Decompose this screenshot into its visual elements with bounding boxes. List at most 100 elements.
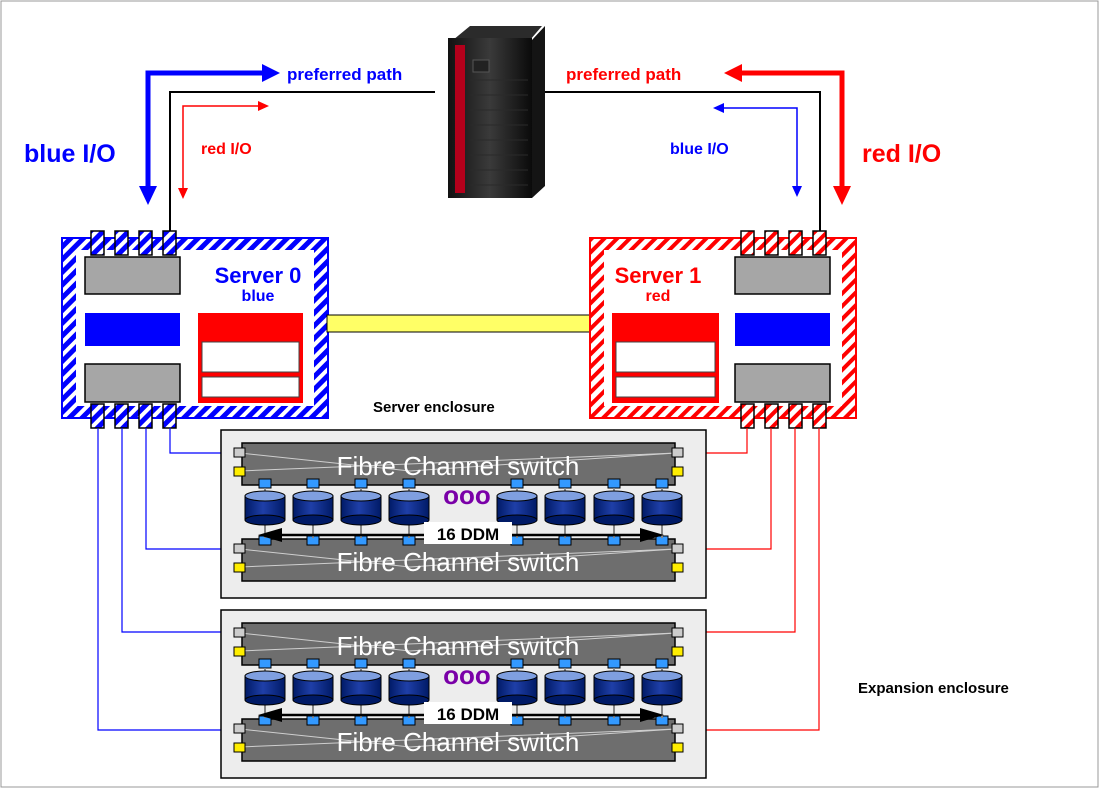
- disk-drive-top: [544, 490, 586, 502]
- fc-switch-label: Fibre Channel switch: [337, 631, 580, 661]
- disk-drive-base: [641, 514, 683, 526]
- disk-drive-base: [244, 694, 286, 706]
- switch-link-line: [239, 632, 677, 652]
- disk-drive-base: [292, 694, 334, 706]
- disk-port: [607, 658, 621, 669]
- blue-io-label-large: blue I/O: [24, 140, 116, 168]
- disk-drive-top: [292, 670, 334, 682]
- disk-drive-top: [496, 490, 538, 502]
- disk-drive-top: [388, 670, 430, 682]
- disk-drive-base: [244, 514, 286, 526]
- fc-switch-label: Fibre Channel switch: [337, 727, 580, 757]
- backend-cabling: [97, 428, 820, 731]
- ddm-count-label: 16 DDM: [437, 705, 499, 724]
- switch-link-line: [409, 728, 677, 748]
- switch-port: [671, 447, 684, 458]
- server-1-subtitle: red: [646, 288, 671, 305]
- disk-port: [558, 658, 572, 669]
- device-adapter-bottom: [734, 363, 831, 403]
- switch-port: [671, 646, 684, 657]
- disk-drive-top: [641, 490, 683, 502]
- disk-port: [655, 478, 669, 489]
- disk-drive-top: [593, 670, 635, 682]
- switch-link-line: [409, 452, 677, 472]
- switch-port: [233, 466, 246, 477]
- switch-port: [233, 562, 246, 573]
- disk-drive-top: [641, 670, 683, 682]
- preferred-path-label-left: preferred path: [287, 65, 402, 84]
- disk-port: [354, 658, 368, 669]
- fc-switch-bottom: [241, 538, 676, 582]
- disk-drive-top: [244, 670, 286, 682]
- disk-drive-base: [593, 694, 635, 706]
- red-io-label-large: red I/O: [862, 140, 941, 168]
- disk-drive-base: [340, 514, 382, 526]
- preferred-path-label-right: preferred path: [566, 65, 681, 84]
- red-arrow-head-left: [724, 64, 742, 82]
- fc-switch-label: Fibre Channel switch: [337, 547, 580, 577]
- red-io-label-small: red I/O: [201, 141, 252, 158]
- server-0: Server 0 blue: [61, 230, 329, 429]
- disk-port: [510, 478, 524, 489]
- device-adapter-bottom: [84, 363, 181, 403]
- disk-drive-base: [544, 514, 586, 526]
- blue-arrow-head-down: [139, 186, 157, 205]
- switch-link-line: [239, 632, 411, 652]
- disk-port: [258, 478, 272, 489]
- cache-block: [85, 313, 180, 346]
- disk-drive-top: [593, 490, 635, 502]
- disk-drive-top: [244, 490, 286, 502]
- switch-link-line: [239, 728, 411, 748]
- switch-port: [233, 447, 246, 458]
- switch-link-line: [239, 548, 411, 568]
- disk-drive-base: [388, 514, 430, 526]
- disk-drive-base: [544, 694, 586, 706]
- server-1: Server 1 red: [589, 230, 857, 429]
- server-enclosure-label: Server enclosure: [373, 399, 495, 416]
- switch-link-line: [239, 548, 677, 568]
- disk-port: [402, 658, 416, 669]
- switch-link-line: [239, 728, 677, 748]
- switch-port: [671, 742, 684, 753]
- expansion-enclosure-label: Expansion enclosure: [858, 680, 1009, 697]
- switch-port: [233, 723, 246, 734]
- switch-link-line: [409, 632, 677, 652]
- more-disks-ellipsis: ooo: [443, 660, 491, 690]
- cache-block: [735, 313, 830, 346]
- switch-port: [233, 742, 246, 753]
- switch-port: [233, 543, 246, 554]
- disk-port: [607, 478, 621, 489]
- disk-port: [306, 658, 320, 669]
- arrow-head-right: [640, 528, 664, 542]
- storage-system-icon: [448, 26, 545, 198]
- disk-port: [354, 478, 368, 489]
- fc-switch-top: [241, 622, 676, 666]
- server-1-title: Server 1: [615, 263, 702, 288]
- server-0-title: Server 0: [215, 263, 302, 288]
- disk-drive-top: [544, 670, 586, 682]
- disk-drive-base: [388, 694, 430, 706]
- switch-link-line: [239, 452, 677, 472]
- disk-drive-top: [340, 490, 382, 502]
- switch-port: [671, 723, 684, 734]
- disk-drive-base: [593, 514, 635, 526]
- switch-port: [671, 627, 684, 638]
- switch-port: [671, 466, 684, 477]
- fc-switch-top: [241, 442, 676, 486]
- disk-port: [558, 478, 572, 489]
- disk-drive-base: [340, 694, 382, 706]
- disk-drive-top: [292, 490, 334, 502]
- switch-link-line: [409, 548, 677, 568]
- switch-port: [671, 543, 684, 554]
- switch-link-line: [239, 452, 411, 472]
- host-adapter-top: [734, 256, 831, 295]
- disk-drive-base: [641, 694, 683, 706]
- ddm-count-label: 16 DDM: [437, 525, 499, 544]
- fc-switch-bottom: [241, 718, 676, 762]
- switch-port: [233, 646, 246, 657]
- blue-io-label-small: blue I/O: [670, 141, 729, 158]
- switch-port: [233, 627, 246, 638]
